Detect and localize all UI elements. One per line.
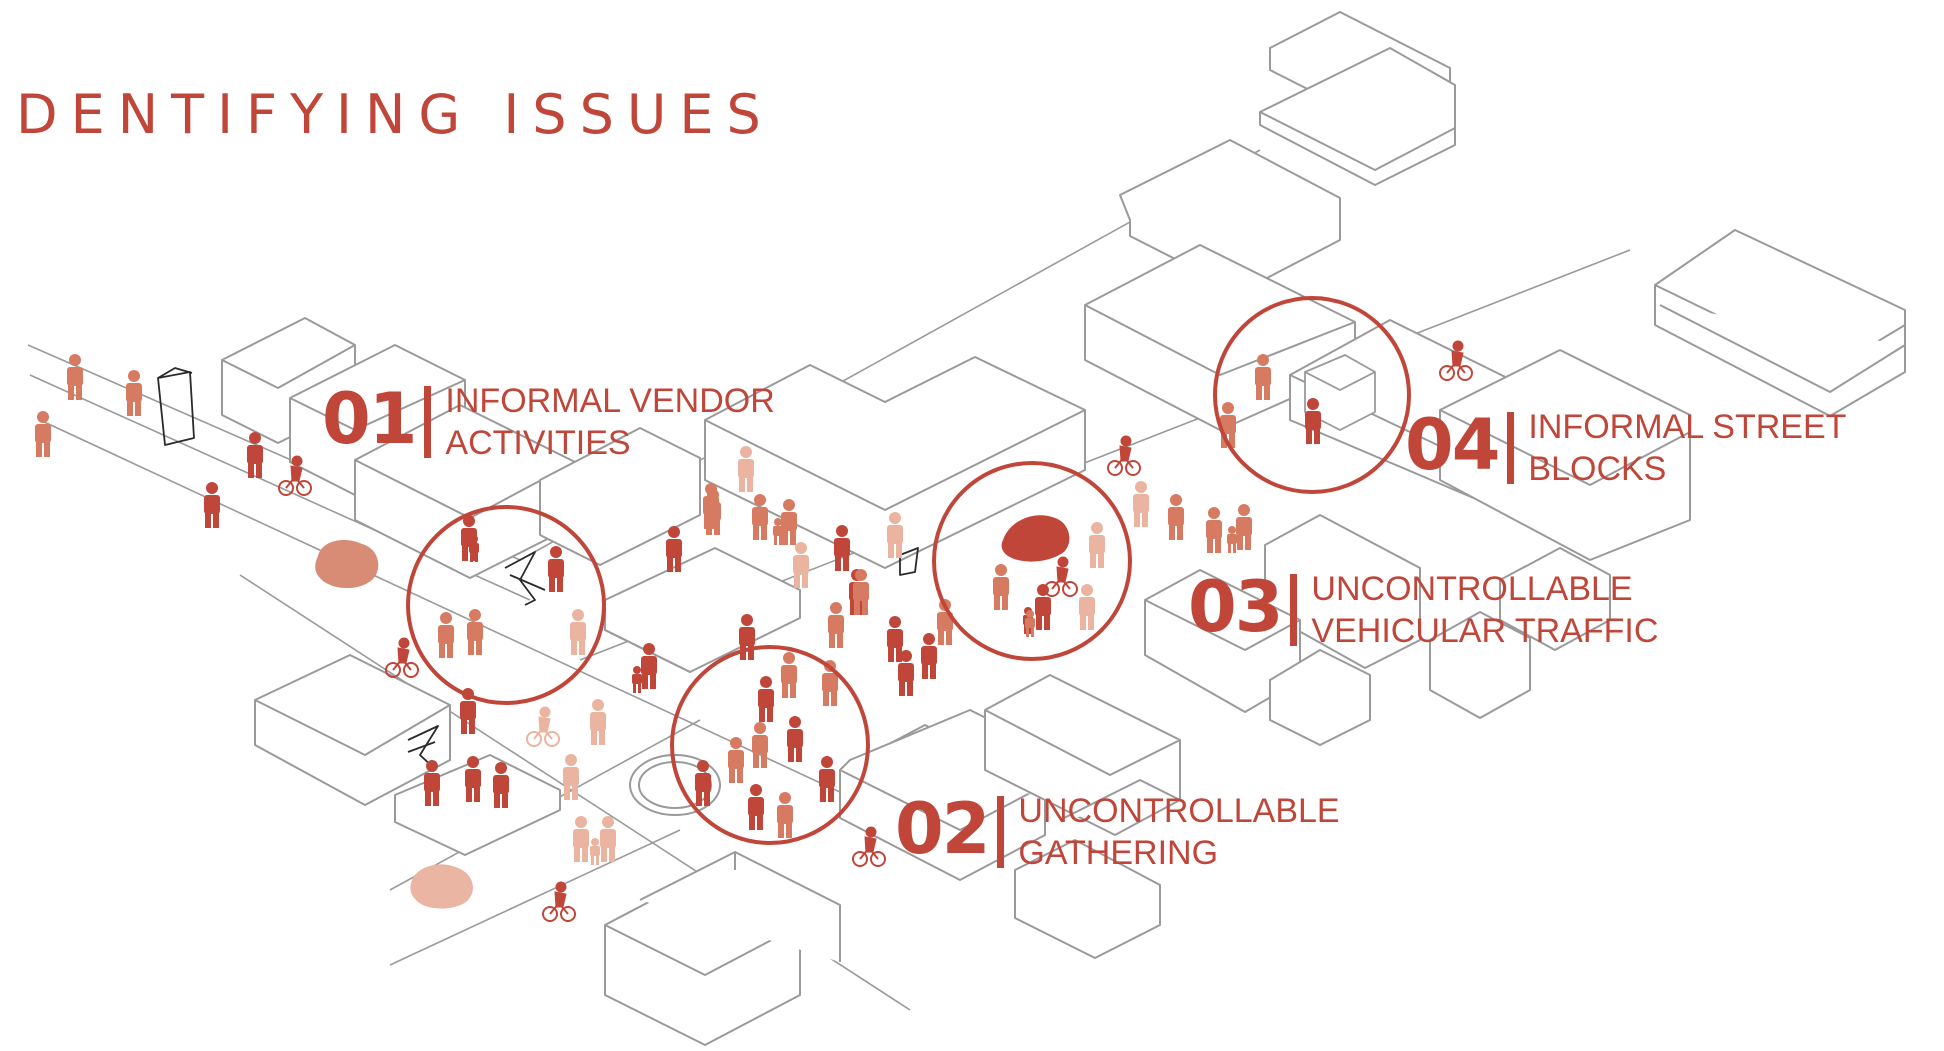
person-icon (126, 370, 142, 416)
car-shape (410, 864, 473, 909)
person-icon (1305, 398, 1321, 444)
person-icon (834, 525, 850, 571)
street-block-kiosk (1304, 353, 1376, 432)
issue-03-circle (932, 461, 1132, 661)
person-icon (247, 432, 263, 478)
issue-02-label: 02 UNCONTROLLABLE GATHERING (895, 788, 1340, 874)
page-title: DENTIFYING ISSUES (16, 83, 774, 146)
person-icon (748, 784, 764, 830)
issue-circles (406, 296, 1411, 845)
person-icon (590, 699, 606, 745)
kid-icon (1227, 526, 1237, 553)
issue-number: 04 (1405, 404, 1500, 486)
person-icon (1133, 481, 1149, 527)
person-icon (467, 609, 483, 655)
person-icon (666, 526, 682, 572)
issue-04-circle (1213, 296, 1411, 494)
person-icon (993, 564, 1009, 610)
issue-text-line: BLOCKS (1528, 450, 1667, 488)
kid-icon (773, 518, 783, 545)
bicycle-icon (542, 881, 576, 922)
issue-text-line: INFORMAL VENDOR (445, 382, 775, 420)
issue-divider (997, 796, 1005, 868)
person-icon (777, 792, 793, 838)
issue-text-line: UNCONTROLLABLE (1018, 792, 1340, 830)
issue-04-label: 04 INFORMAL STREET BLOCKS (1405, 404, 1846, 490)
kid-icon (590, 838, 600, 865)
issue-divider (1290, 574, 1298, 646)
bicycle-icon (1044, 556, 1078, 597)
issue-description: UNCONTROLLABLE GATHERING (1018, 790, 1339, 874)
person-icon (819, 756, 835, 802)
issue-text-line: UNCONTROLLABLE (1311, 570, 1633, 608)
issue-number: 02 (895, 788, 990, 870)
person-icon (752, 494, 768, 540)
person-icon (1206, 507, 1222, 553)
person-icon (563, 754, 579, 800)
person-icon (781, 652, 797, 698)
person-icon (898, 650, 914, 696)
bicycle-icon (1107, 435, 1141, 476)
person-icon (921, 633, 937, 679)
person-icon (438, 612, 454, 658)
person-icon (67, 354, 83, 400)
person-icon (828, 602, 844, 648)
person-icon (548, 546, 564, 592)
issue-text-line: GATHERING (1018, 834, 1219, 872)
buildings (221, 11, 1906, 1046)
kid-icon (632, 666, 642, 693)
issue-divider (1507, 412, 1515, 484)
car-shapes (315, 515, 1070, 909)
person-icon (35, 411, 51, 457)
person-icon (752, 722, 768, 768)
issue-description: INFORMAL STREET BLOCKS (1528, 406, 1846, 490)
person-icon (1035, 584, 1051, 630)
issue-text-line: VEHICULAR TRAFFIC (1311, 612, 1659, 650)
bicycle-icon (385, 637, 419, 678)
issue-03-label: 03 UNCONTROLLABLE VEHICULAR TRAFFIC (1188, 566, 1658, 652)
issue-text-line: INFORMAL STREET (1528, 408, 1847, 446)
person-icon (570, 609, 586, 655)
issue-number: 03 (1188, 566, 1283, 648)
person-icon (1079, 584, 1095, 630)
person-icon (600, 816, 616, 862)
person-icon (781, 499, 797, 545)
person-icon (728, 737, 744, 783)
car-shape (315, 540, 379, 589)
person-icon (1089, 522, 1105, 568)
person-icon (1236, 504, 1252, 550)
issue-01-label: 01 INFORMAL VENDOR ACTIVITIES (322, 378, 775, 464)
person-icon (641, 643, 657, 689)
issue-description: INFORMAL VENDOR ACTIVITIES (445, 380, 774, 464)
issue-02-circle (670, 645, 870, 845)
person-icon (793, 542, 809, 588)
person-icon (204, 482, 220, 528)
issue-01-circle (406, 505, 606, 705)
issue-text-line: ACTIVITIES (445, 424, 631, 462)
bicycle-icon (526, 706, 560, 747)
person-icon (1168, 494, 1184, 540)
person-icon (787, 716, 803, 762)
issue-description: UNCONTROLLABLE VEHICULAR TRAFFIC (1311, 568, 1658, 652)
person-icon (573, 816, 589, 862)
car-shape (1001, 515, 1070, 562)
issue-divider (424, 386, 432, 458)
person-icon (758, 676, 774, 722)
issue-number: 01 (322, 378, 417, 460)
